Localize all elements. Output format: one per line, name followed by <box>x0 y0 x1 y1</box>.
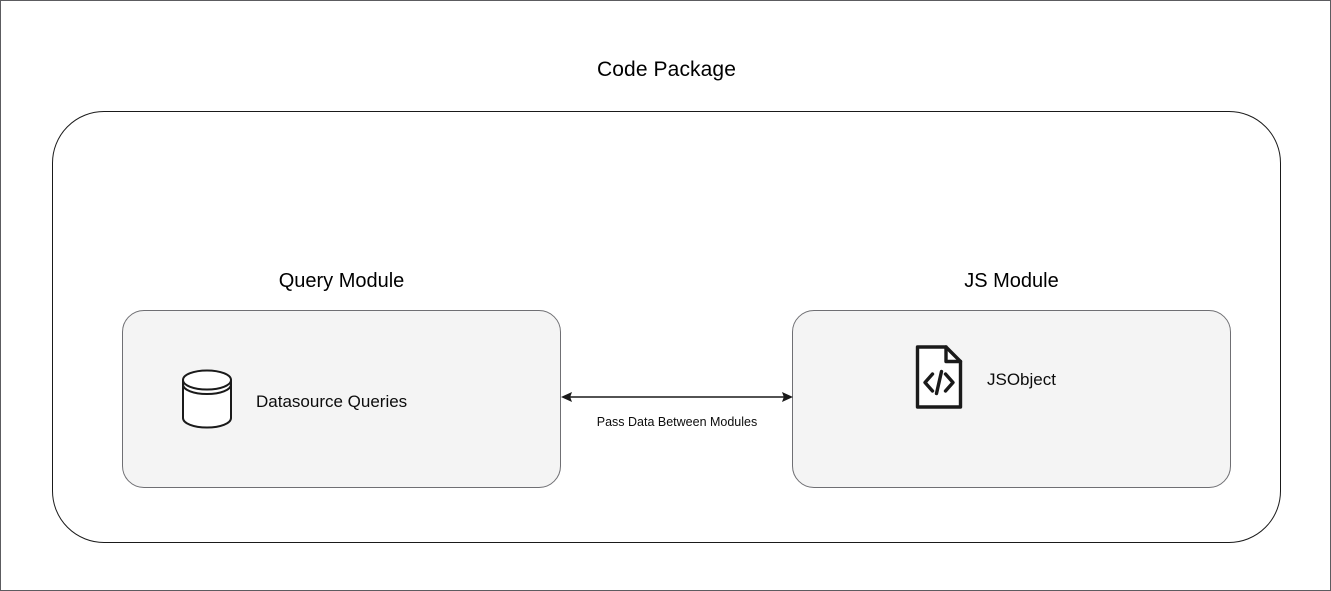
js-module-label: JS Module <box>964 270 1059 292</box>
query-module-box[interactable]: Datasource Queries <box>122 310 561 488</box>
connector-label: Pass Data Between Modules <box>596 415 758 429</box>
jsobject-label: JSObject <box>987 369 1056 389</box>
datasource-queries-node[interactable]: Datasource Queries <box>179 368 407 435</box>
page-title: Code Package <box>597 58 736 81</box>
query-module-label: Query Module <box>278 270 405 292</box>
code-file-icon <box>913 344 965 415</box>
double-headed-arrow-icon <box>557 379 797 415</box>
js-module-box[interactable]: JSObject <box>792 310 1231 488</box>
datasource-queries-label: Datasource Queries <box>256 391 408 411</box>
jsobject-node[interactable]: JSObject <box>913 344 1056 415</box>
database-cylinder-icon <box>179 368 235 435</box>
